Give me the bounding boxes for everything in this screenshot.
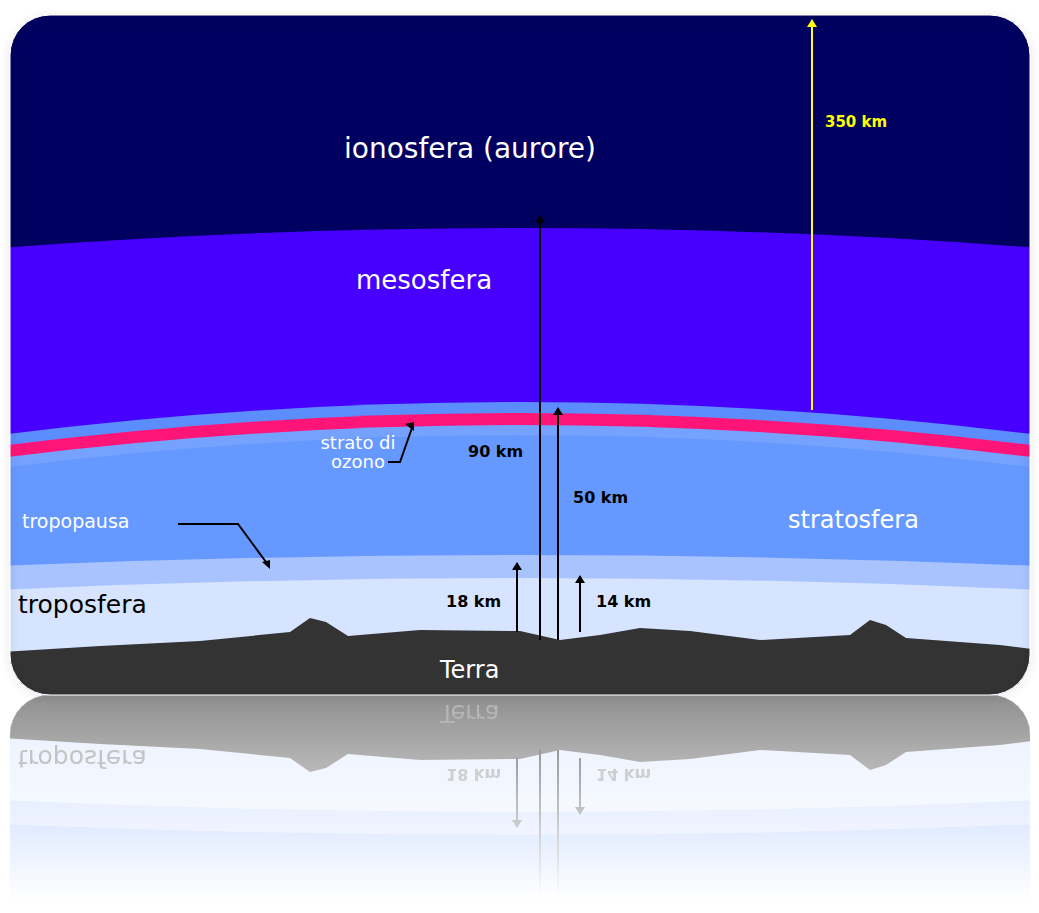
layer-name: troposfera — [18, 590, 147, 619]
stratosphere-top-stripe — [10, 402, 1030, 695]
height-label: 14 km — [596, 594, 651, 611]
height-label: 90 km — [468, 444, 523, 461]
stratosphere-layer: stratosfera — [10, 470, 1030, 560]
layer-name: stratosfera — [788, 506, 919, 534]
height-label: 18 km — [446, 594, 501, 611]
height-arrow — [557, 408, 559, 640]
height-arrow — [811, 20, 813, 410]
reflected-label: Terra — [440, 700, 499, 725]
troposphere-band — [10, 578, 1030, 695]
layer-name: mesosfera — [356, 265, 492, 295]
height-arrow — [516, 563, 518, 632]
leader-arrowhead — [262, 560, 270, 569]
height-label: 350 km — [825, 115, 887, 131]
stratosphere-stripe — [10, 425, 1030, 695]
tropopause-band — [10, 555, 1030, 695]
troposphere-layer: troposfera — [10, 578, 310, 628]
reflected-label: 14 km — [596, 765, 651, 782]
layer-name: Terra — [440, 656, 499, 684]
reflected-label: 18 km — [446, 765, 501, 782]
layer-name: ionosfera (aurore) — [344, 132, 596, 165]
ozone-layer-line — [10, 413, 1030, 695]
height-label: 50 km — [573, 490, 628, 507]
ionosphere-band — [10, 15, 1030, 695]
earth-ground — [10, 618, 1030, 695]
mesosphere-band — [10, 228, 1030, 695]
height-arrow — [579, 576, 581, 632]
earth-layer: Terra — [380, 640, 580, 695]
tropopause-label: tropopausa — [22, 512, 129, 532]
height-arrow — [539, 216, 541, 640]
mesosphere-layer: mesosfera — [10, 235, 1030, 405]
reflected-label: troposfera — [18, 745, 147, 771]
leader-line — [178, 524, 266, 562]
ozone-label: strato di ozono — [318, 434, 398, 472]
frame-shadow — [10, 15, 1030, 695]
stratosphere-band — [10, 435, 1030, 695]
leader-arrowhead — [405, 422, 414, 431]
